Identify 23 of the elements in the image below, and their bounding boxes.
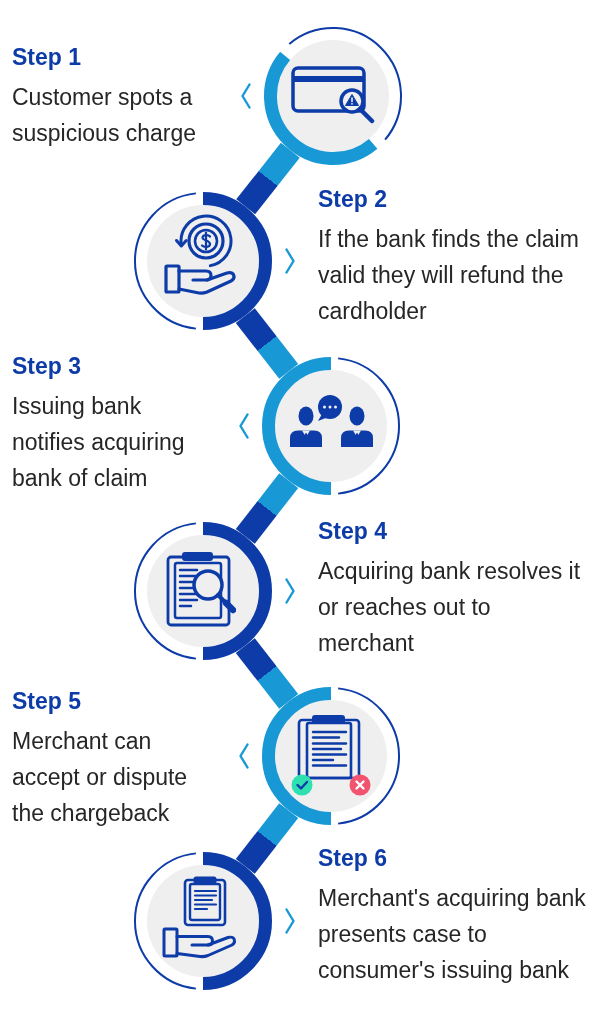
step-heading: Step 1 <box>12 43 82 72</box>
step-description: Acquiring bank resolves it or reaches out to merchant <box>318 557 582 658</box>
step-circle <box>261 356 401 496</box>
step-heading: Step 4 <box>318 517 388 546</box>
step-circle <box>133 851 273 991</box>
step-heading: Step 6 <box>318 844 388 873</box>
connector-band <box>236 142 300 215</box>
step-description: Merchant can accept or dispute the chargeback <box>12 727 189 828</box>
step-description: Issuing bank notifies acquiring bank of claim <box>12 392 186 493</box>
step-circle <box>133 191 273 331</box>
step-circle <box>261 686 401 826</box>
step-description: Merchant's acquiring bank presents case to consumer's issuing bank <box>318 884 587 985</box>
step-heading: Step 3 <box>12 352 82 381</box>
step-heading: Step 5 <box>12 687 82 716</box>
connector-band <box>235 638 299 709</box>
step-description: If the bank finds the claim valid they will refund the cardholder <box>318 225 580 326</box>
step-circle <box>263 26 403 166</box>
step-circle <box>133 521 273 661</box>
connector-band <box>235 803 299 874</box>
step-heading: Step 2 <box>318 185 388 214</box>
connector-band <box>235 308 299 379</box>
connector-band <box>235 473 299 544</box>
step-description: Customer spots a suspicious charge <box>12 83 198 148</box>
